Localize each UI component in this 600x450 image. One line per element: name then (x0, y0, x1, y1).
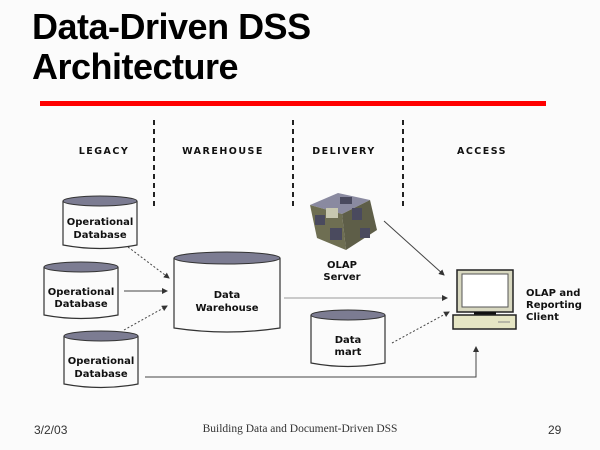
data-mart-label-line2: mart (335, 347, 362, 358)
slide-title-line2: Architecture (32, 46, 239, 87)
column-dividers (153, 120, 404, 210)
column-header-access: ACCESS (457, 146, 507, 157)
client-label-line2: Reporting (526, 300, 582, 311)
edge-opdb1-warehouse (127, 246, 170, 279)
op-db-1-label-line2: Database (73, 230, 126, 241)
client-label-line3: Client (526, 312, 559, 323)
edge-opdb3-client (145, 346, 479, 378)
client-label-line1: OLAP and (526, 288, 580, 299)
computer-icon (452, 269, 517, 330)
title-underline-rule (40, 101, 546, 106)
footer-date: 3/2/03 (34, 423, 68, 437)
edge-olap-client (383, 220, 445, 276)
op-db-1-label-line1: Operational (67, 217, 134, 228)
edge-datamart-client (391, 311, 450, 344)
op-db-3-label-line1: Operational (68, 356, 135, 367)
olap-server-label-line2: Server (323, 272, 360, 283)
op-db-2-label-line2: Database (54, 299, 107, 310)
edge-opdb3-warehouse (123, 305, 168, 331)
column-header-delivery: DELIVERY (312, 146, 375, 157)
warehouse-label-line2: Warehouse (196, 303, 259, 314)
operational-database-1: Operational Database (62, 195, 138, 250)
op-db-2-label-line1: Operational (48, 287, 115, 298)
operational-database-2: Operational Database (43, 261, 119, 320)
column-header-legacy: LEGACY (79, 146, 130, 157)
data-warehouse: Data Warehouse (173, 251, 281, 333)
connectors (123, 220, 479, 378)
operational-database-3: Operational Database (63, 330, 139, 389)
column-header-warehouse: WAREHOUSE (182, 146, 264, 157)
olap-cube-icon (310, 193, 377, 250)
slide-title: Data-Driven DSS Architecture (32, 7, 311, 87)
op-db-3-label-line2: Database (74, 369, 127, 380)
olap-server-label-line1: OLAP (327, 260, 357, 271)
warehouse-label-line1: Data (214, 290, 241, 301)
slide-title-line1: Data-Driven DSS (32, 6, 311, 47)
data-mart-label-line1: Data (335, 335, 362, 346)
footer-page-number: 29 (548, 423, 562, 437)
footer-title: Building Data and Document-Driven DSS (202, 423, 398, 435)
data-mart: Data mart (310, 309, 386, 368)
